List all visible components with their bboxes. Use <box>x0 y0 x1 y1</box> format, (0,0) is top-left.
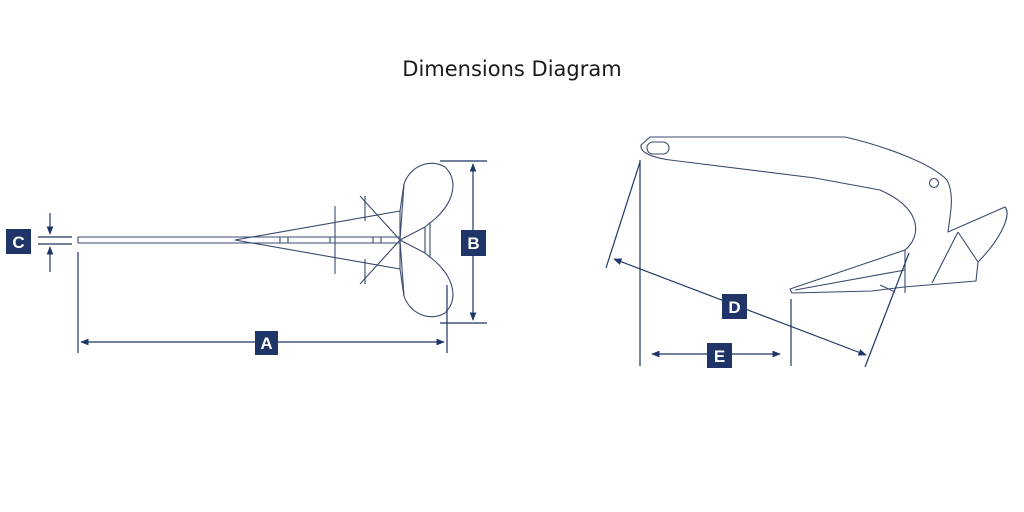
anchor-shank-side <box>640 136 1008 294</box>
shank-hole <box>928 177 940 189</box>
anchor-fluke-side-detail <box>794 231 979 293</box>
badge-a <box>255 331 278 355</box>
dimension-b: B <box>440 160 487 324</box>
anchor-side-view: D E <box>605 136 1008 368</box>
label-a: A <box>260 334 272 353</box>
badge-c <box>6 229 31 254</box>
label-e: E <box>714 347 725 366</box>
dimension-a: A <box>77 252 448 355</box>
shank-eye <box>646 141 670 155</box>
badge-d <box>722 294 747 319</box>
anchor-top-view: A B C <box>6 160 487 355</box>
label-c: C <box>12 233 24 252</box>
badge-e <box>707 343 732 368</box>
dimension-d: D <box>605 161 910 368</box>
dimension-e: E <box>639 160 792 368</box>
diagram-title: Dimensions Diagram <box>402 57 622 81</box>
label-b: B <box>467 234 479 253</box>
anchor-fluke-top <box>234 162 454 318</box>
dimension-c: C <box>6 213 72 272</box>
badge-b <box>461 230 486 256</box>
anchor-fluke-top-detail <box>279 183 431 297</box>
label-d: D <box>728 298 740 317</box>
anchor-shank-top <box>77 236 401 244</box>
